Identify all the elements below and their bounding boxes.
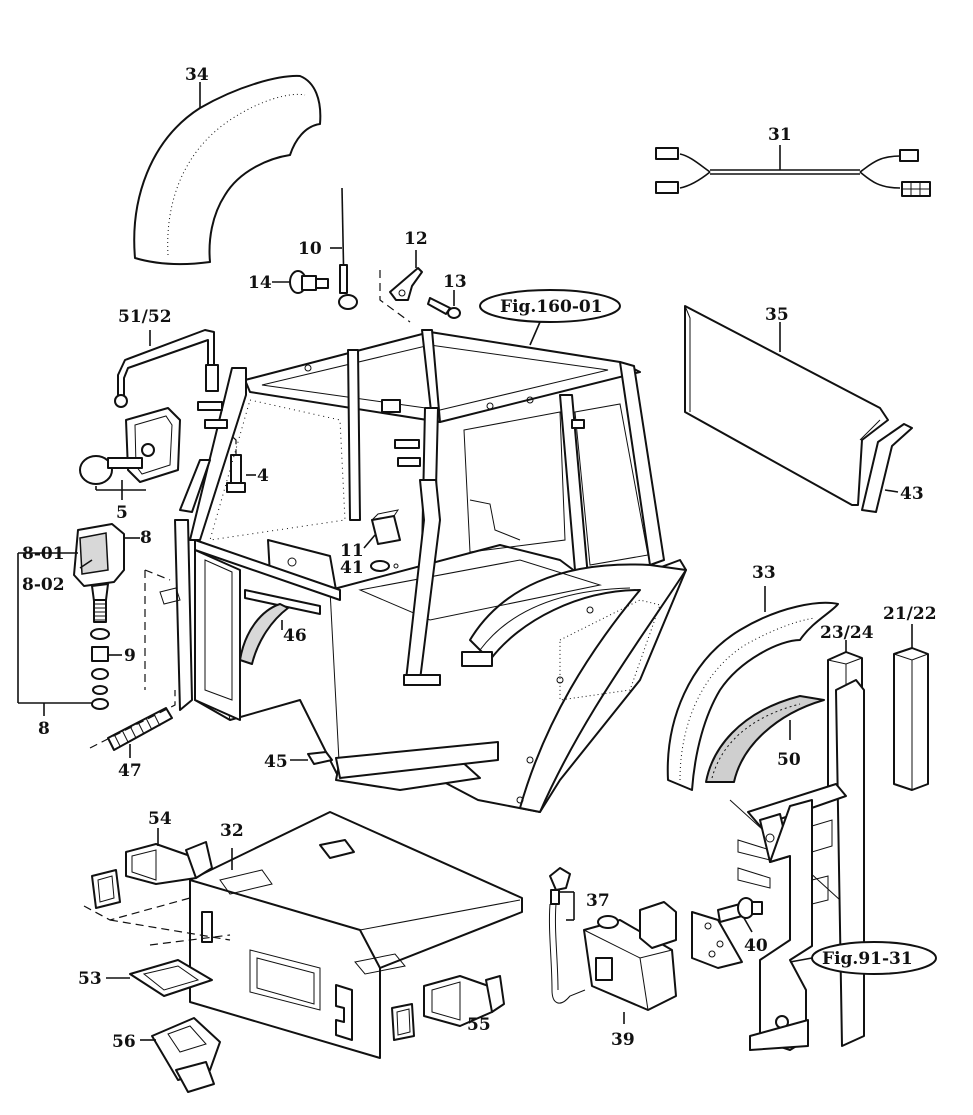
part-8-work-light (17, 523, 140, 716)
part-45-step (290, 751, 333, 765)
part-40-bracket-bolt (691, 679, 865, 1051)
part-35-panel (684, 305, 889, 506)
callout-21-22: 21/22 (883, 604, 937, 624)
callout-8-02: 8-02 (22, 575, 65, 595)
callout-47: 47 (118, 761, 142, 781)
part-37-washer-hose (548, 867, 586, 1004)
figure-ref-91-31 (789, 941, 937, 975)
part-21-22-block (893, 624, 929, 791)
part-14-bolt (272, 270, 329, 294)
callout-33: 33 (752, 563, 776, 583)
callout-4: 4 (257, 466, 269, 486)
callout-10: 10 (298, 239, 322, 259)
cab-frame (174, 329, 687, 813)
callout-40: 40 (744, 936, 768, 956)
part-56-duct (140, 1017, 221, 1093)
callout-46: 46 (283, 626, 307, 646)
callout-9: 9 (124, 646, 136, 666)
callout-12: 12 (404, 229, 428, 249)
callout-32: 32 (220, 821, 244, 841)
callout-37: 37 (586, 891, 610, 911)
callout-54: 54 (148, 809, 172, 829)
callout-13: 13 (443, 272, 467, 292)
part-4-bolt (213, 419, 256, 493)
part-46-strip (239, 603, 289, 665)
callout-56: 56 (112, 1032, 136, 1052)
callout-53: 53 (78, 969, 102, 989)
part-47-hose (89, 569, 181, 758)
callout-55: 55 (467, 1015, 491, 1035)
callout-5: 5 (116, 503, 128, 523)
callout-51-52: 51/52 (118, 307, 172, 327)
callout-8-01: 8-01 (22, 544, 65, 564)
callout-31: 31 (768, 125, 792, 145)
callout-41: 41 (340, 558, 364, 578)
part-39-washer-reservoir (583, 901, 677, 1024)
figure-ref-91-31-label: Fig.91-31 (822, 949, 913, 969)
part-50-foam-strip (705, 695, 825, 783)
callout-43: 43 (900, 484, 924, 504)
callout-34: 34 (185, 65, 209, 85)
callout-11: 11 (340, 541, 364, 561)
part-51-52-mirror-arm (114, 329, 219, 408)
part-43-seal-strip (861, 423, 913, 513)
part-33-fender (666, 586, 839, 791)
part-55-duct (391, 975, 505, 1041)
figure-ref-160-01 (479, 289, 621, 346)
part-12-bracket (379, 250, 423, 323)
part-34-roof-hood (133, 74, 322, 266)
part-31-wiring-harness (655, 145, 931, 197)
figure-ref-160-01-label: Fig.160-01 (500, 297, 603, 317)
callout-14: 14 (248, 273, 272, 293)
callout-8-bottom: 8 (38, 719, 50, 739)
part-10-antenna (330, 187, 358, 310)
part-32-floor-tray (189, 811, 523, 1059)
callout-8-top: 8 (140, 528, 152, 548)
part-53-gasket (106, 934, 231, 997)
callout-35: 35 (765, 305, 789, 325)
callout-50: 50 (777, 750, 801, 770)
part-54-duct (83, 828, 231, 941)
callout-23-24: 23/24 (820, 623, 874, 643)
part-5-mirror (79, 407, 181, 500)
callout-39: 39 (611, 1030, 635, 1050)
part-41-grommet (370, 560, 399, 572)
part-11-component (363, 509, 401, 549)
part-13-screw (427, 290, 461, 319)
callout-45: 45 (264, 752, 288, 772)
